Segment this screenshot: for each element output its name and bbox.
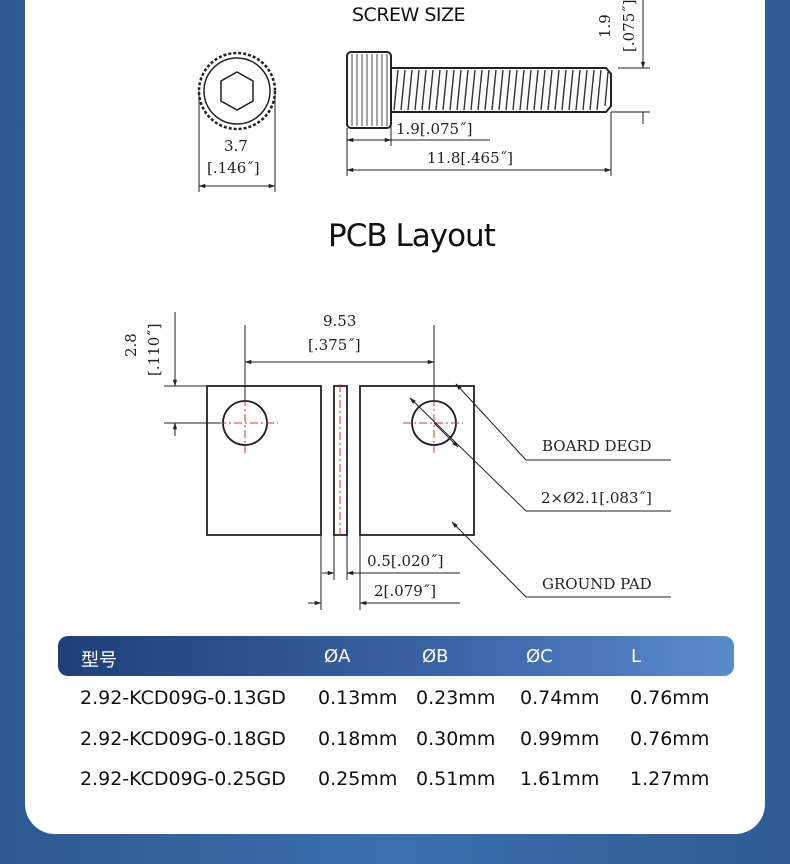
pitch-label: 9.53 — [323, 312, 357, 330]
cell-c: 0.74mm — [520, 687, 600, 709]
pad-gap-label: 2[.079˝] — [374, 582, 437, 600]
cell-c: 1.61mm — [520, 768, 600, 790]
cell-l: 1.27mm — [630, 768, 710, 790]
col-model-header: 型号 — [81, 650, 117, 671]
pcb-layout — [164, 312, 671, 610]
screw-size-title: SCREW SIZE — [352, 4, 466, 26]
head-diameter-label: 3.7 — [224, 137, 248, 155]
cell-a: 0.13mm — [318, 687, 398, 709]
cell-l: 0.76mm — [630, 728, 710, 750]
content-card — [25, 0, 765, 834]
screw-end-view — [197, 51, 277, 192]
holes-label: 2×Ø2.1[.083˝] — [541, 489, 652, 507]
cell-a: 0.18mm — [318, 728, 398, 750]
table-header: 型号 ØA ØB ØC L — [58, 636, 734, 676]
col-l-header: L — [631, 646, 642, 667]
cell-b: 0.51mm — [416, 768, 496, 790]
cell-b: 0.30mm — [416, 728, 496, 750]
head-diameter-inch-label: [.146˝] — [207, 159, 260, 177]
col-b-header: ØB — [422, 646, 449, 667]
pcb-layout-title: PCB Layout — [328, 218, 496, 254]
cell-model: 2.92-KCD09G-0.13GD — [80, 687, 286, 709]
thread-diameter-inch-label: [.075˝] — [620, 0, 638, 52]
slot-width-label: 0.5[.020˝] — [367, 552, 444, 570]
cell-model: 2.92-KCD09G-0.25GD — [80, 768, 286, 790]
col-a-header: ØA — [324, 646, 351, 667]
col-c-header: ØC — [526, 646, 553, 667]
total-length-label: 11.8[.465˝] — [427, 149, 514, 167]
offset-label: 2.8 — [122, 333, 140, 357]
thread-diameter-label: 1.9 — [596, 14, 614, 38]
ground-pad-label: GROUND PAD — [542, 575, 652, 593]
cell-a: 0.25mm — [318, 768, 398, 790]
pitch-inch-label: [.375˝] — [308, 336, 361, 354]
board-edge-label: BOARD DEGD — [542, 437, 652, 455]
cell-b: 0.23mm — [416, 687, 496, 709]
head-length-label: 1.9[.075˝] — [396, 120, 473, 138]
cell-model: 2.92-KCD09G-0.18GD — [80, 728, 286, 750]
offset-inch-label: [.110˝] — [145, 323, 163, 376]
cell-c: 0.99mm — [520, 728, 600, 750]
screw-side-view — [346, 0, 650, 176]
cell-l: 0.76mm — [630, 687, 710, 709]
